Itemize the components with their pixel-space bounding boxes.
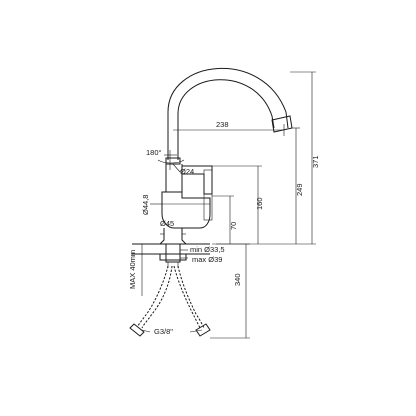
- hose-left-2: [141, 265, 173, 329]
- total-height-label: 371: [311, 155, 320, 168]
- hose-right: [173, 265, 201, 329]
- mounting-shank: [165, 243, 181, 263]
- hose-end-left: [129, 323, 145, 337]
- base-diameter-label: Ø45: [160, 219, 174, 228]
- faucet-body: [132, 67, 293, 268]
- hose-end-right: [195, 323, 211, 337]
- hose-length-label: 340: [233, 273, 242, 286]
- handle-lever: [182, 165, 213, 195]
- mounting-nut: [159, 253, 187, 261]
- handle-side: [203, 169, 213, 221]
- cartridge-body: [161, 191, 211, 229]
- body-diameter-label: Ø44,8: [141, 195, 150, 215]
- max-deck-label: MAX 40mm: [128, 250, 137, 289]
- min-hole-label: min Ø33,5: [190, 245, 225, 254]
- spout-reach-label: 238: [216, 120, 229, 129]
- base-collar: [158, 228, 188, 245]
- spout-clearance-label: 249: [295, 183, 304, 196]
- connection-label: G3/8": [154, 327, 173, 336]
- body-height-label: 160: [255, 197, 264, 210]
- hose-left: [137, 265, 169, 327]
- flexible-hoses: [129, 265, 211, 337]
- base-height-label: 70: [229, 222, 238, 230]
- max-hole-label: max Ø39: [192, 255, 222, 264]
- outlet-diameter-label: Ø24: [180, 167, 194, 176]
- rotation-label: 180°: [146, 148, 162, 157]
- dimension-lines: [138, 71, 316, 339]
- spout-tip: [271, 115, 293, 133]
- hose-right-2: [177, 265, 205, 329]
- spout-outer: [167, 67, 289, 160]
- spout-inner: [177, 79, 275, 160]
